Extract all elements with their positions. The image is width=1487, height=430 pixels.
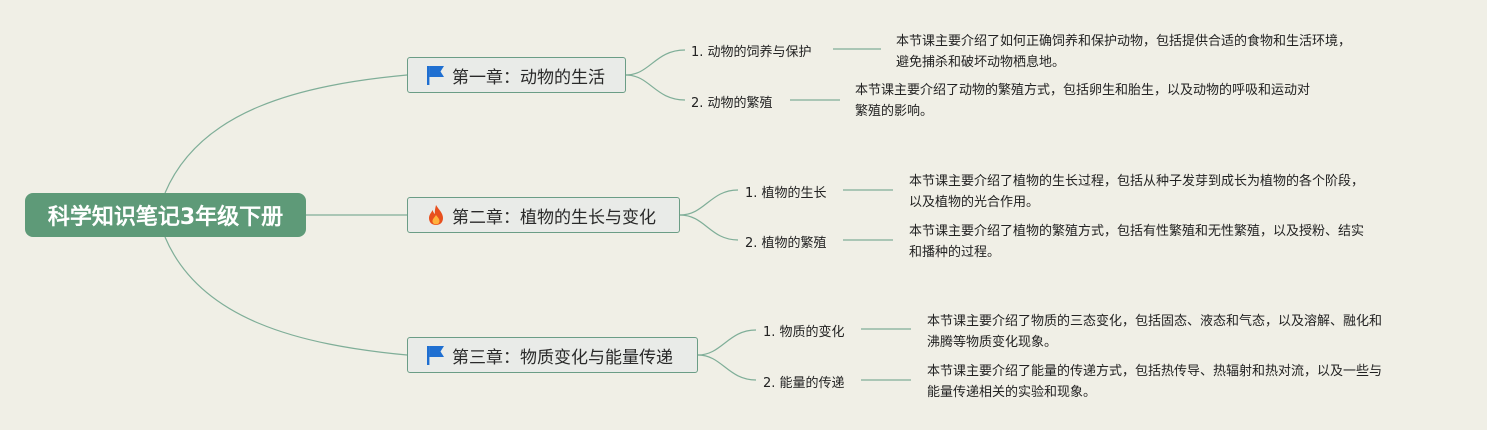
connector-ch1-topic-2 [625, 74, 686, 101]
topic-description-1-1: 本节课主要介绍了如何正确饲养和保护动物，包括提供合适的食物和生活环境， 避免捕杀… [896, 31, 1351, 73]
topic-node-1-2[interactable]: 2. 动物的繁殖 [691, 96, 773, 111]
chapter-node-1[interactable]: 第一章：动物的生活 [407, 57, 626, 93]
topic-node-3-2[interactable]: 2. 能量的传递 [763, 376, 845, 391]
description-line: 本节课主要介绍了能量的传递方式，包括热传导、热辐射和热对流，以及一些与 [927, 364, 1383, 379]
description-line: 避免捕杀和破坏动物栖息地。 [896, 55, 1066, 70]
fire-icon [426, 204, 446, 226]
description-line: 沸腾等物质变化现象。 [927, 335, 1058, 350]
chapter-node-2[interactable]: 第二章：植物的生长与变化 [407, 197, 680, 233]
connector-ch3-topic-1 [697, 329, 757, 356]
topic-node-2-1[interactable]: 1. 植物的生长 [745, 186, 827, 201]
topic-node-2-2[interactable]: 2. 植物的繁殖 [745, 236, 827, 251]
flag-icon [426, 344, 446, 366]
topic-description-2-1: 本节课主要介绍了植物的生长过程，包括从种子发芽到成长为植物的各个阶段， 以及植物… [909, 171, 1364, 213]
chapter-node-3[interactable]: 第三章：物质变化与能量传递 [407, 337, 698, 373]
description-line: 繁殖的影响。 [855, 104, 934, 119]
topic-description-2-2: 本节课主要介绍了植物的繁殖方式，包括有性繁殖和无性繁殖，以及授粉、结实 和播种的… [909, 221, 1364, 263]
chapter-title: 第二章：植物的生长与变化 [452, 207, 656, 228]
flag-icon [426, 64, 446, 86]
topic-node-1-1[interactable]: 1. 动物的饲养与保护 [691, 45, 812, 60]
topic-description-3-1: 本节课主要介绍了物质的三态变化，包括固态、液态和气态，以及溶解、融化和 沸腾等物… [927, 311, 1382, 353]
connector-root-chapter-1 [164, 74, 408, 194]
description-line: 本节课主要介绍了动物的繁殖方式，包括卵生和胎生，以及动物的呼吸和运动对 [855, 83, 1311, 98]
description-line: 本节课主要介绍了物质的三态变化，包括固态、液态和气态，以及溶解、融化和 [927, 314, 1383, 329]
description-line: 本节课主要介绍了植物的繁殖方式，包括有性繁殖和无性繁殖，以及授粉、结实 [909, 224, 1365, 239]
topic-description-3-2: 本节课主要介绍了能量的传递方式，包括热传导、热辐射和热对流，以及一些与 能量传递… [927, 361, 1382, 403]
connector-root-chapter-3 [164, 236, 408, 356]
connector-ch3-topic-2 [697, 354, 757, 381]
connector-ch2-topic-2 [679, 214, 739, 241]
description-line: 和播种的过程。 [909, 245, 1001, 260]
description-line: 本节课主要介绍了如何正确饲养和保护动物，包括提供合适的食物和生活环境， [896, 34, 1352, 49]
connector-ch1-topic-1 [625, 49, 686, 76]
description-line: 能量传递相关的实验和现象。 [927, 385, 1097, 400]
description-line: 以及植物的光合作用。 [909, 195, 1040, 210]
root-title: 科学知识笔记3年级下册 [47, 205, 284, 230]
chapter-title: 第一章：动物的生活 [452, 67, 605, 88]
root-node[interactable]: 科学知识笔记3年级下册 [25, 193, 306, 237]
chapter-title: 第三章：物质变化与能量传递 [452, 347, 673, 368]
description-line: 本节课主要介绍了植物的生长过程，包括从种子发芽到成长为植物的各个阶段， [909, 174, 1365, 189]
connector-ch2-topic-1 [679, 189, 739, 216]
topic-node-3-1[interactable]: 1. 物质的变化 [763, 325, 845, 340]
topic-description-1-2: 本节课主要介绍了动物的繁殖方式，包括卵生和胎生，以及动物的呼吸和运动对 繁殖的影… [855, 80, 1310, 122]
